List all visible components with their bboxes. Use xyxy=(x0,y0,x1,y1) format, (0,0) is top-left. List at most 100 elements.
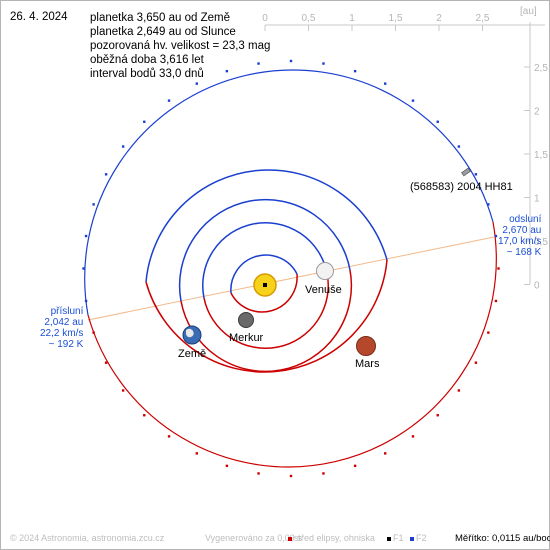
f1-marker-icon xyxy=(387,536,391,541)
orbit-point xyxy=(257,472,260,475)
aphelion-distance: 2,670 au xyxy=(502,225,542,236)
orbit-point xyxy=(104,361,108,364)
orbit-point xyxy=(411,99,415,102)
orbit-point xyxy=(494,234,498,238)
mercury-label: Merkur xyxy=(229,332,264,344)
legend-f2-label: F2 xyxy=(416,533,427,543)
y-tick-label: 1,5 xyxy=(534,150,548,161)
center-marker-icon xyxy=(288,536,292,541)
orbit-point xyxy=(353,464,357,468)
y-tick-label: 0,5 xyxy=(534,237,548,248)
orbit-point xyxy=(436,120,439,123)
x-tick-label: 2,5 xyxy=(476,13,490,24)
orbit-point xyxy=(474,173,478,176)
orbit-point xyxy=(121,389,125,392)
venus-label: Venuše xyxy=(305,284,342,296)
info-sun-distance: planetka 2,649 au od Slunce xyxy=(90,26,236,38)
perihelion-temperature: ~ 192 K xyxy=(48,339,84,350)
legend-center: střed elipsy, ohniska xyxy=(288,533,375,543)
x-tick-label: 2 xyxy=(436,13,442,24)
info-period: oběžná doba 3,616 let xyxy=(90,54,204,66)
earth-orbit-above xyxy=(178,198,351,302)
orbit-point xyxy=(353,69,357,73)
date-label: 26. 4. 2024 xyxy=(10,11,68,23)
asteroid-info: planetka 3,650 au od Země planetka 2,649… xyxy=(90,11,270,81)
info-point-interval: interval bodů 33,0 dnů xyxy=(90,68,204,80)
mars-icon xyxy=(356,336,376,356)
mars-label: Mars xyxy=(355,358,380,370)
venus-icon xyxy=(316,262,334,280)
orbit-point xyxy=(92,203,95,206)
perihelion-title: přísluní xyxy=(50,306,84,317)
legend-f2: F2 xyxy=(410,533,427,543)
y-tick-label: 1 xyxy=(534,194,540,205)
orbit-point xyxy=(84,299,88,303)
orbit-point xyxy=(225,69,229,73)
venus-orbit-below xyxy=(203,272,330,350)
orbit-point xyxy=(92,331,95,334)
orbit-point xyxy=(322,472,325,475)
orbit-point xyxy=(436,414,439,417)
f2-marker-icon xyxy=(410,536,414,541)
orbit-point xyxy=(384,452,387,455)
x-tick-label: 1 xyxy=(349,13,355,24)
y-tick-label: 2,5 xyxy=(534,63,548,74)
asteroid-orbit-points xyxy=(82,59,500,478)
orbit-point xyxy=(289,474,293,478)
earth-label: Země xyxy=(178,348,206,360)
orbit-point xyxy=(82,267,85,270)
info-magnitude: pozorovaná hv. velikost = 23,3 mag xyxy=(90,40,271,52)
legend-f1-label: F1 xyxy=(393,533,404,543)
perihelion-info: přísluní 2,042 au 22,2 km/s ~ 192 K xyxy=(40,306,83,350)
mars-orbit-above xyxy=(145,169,388,283)
orbit-point xyxy=(195,82,198,85)
scale-label: Měřítko: 0,0115 au/bod xyxy=(455,533,550,544)
orbit-point xyxy=(143,414,146,417)
focus-f1-marker xyxy=(263,283,267,287)
orbit-point xyxy=(257,62,260,65)
axis-unit-label: [au] xyxy=(520,6,537,17)
orbit-point xyxy=(167,435,171,438)
y-tick-label: 0 xyxy=(534,281,540,292)
aphelion-title: odsluní xyxy=(509,214,542,225)
orbit-point xyxy=(195,452,198,455)
orbit-point xyxy=(322,62,325,65)
earth-cloud-shape xyxy=(186,328,194,338)
orbit-point xyxy=(104,173,108,176)
asteroid-icon xyxy=(461,167,471,177)
orbit-point xyxy=(143,120,146,123)
orbit-point xyxy=(487,331,490,334)
orbit-point xyxy=(487,203,490,206)
y-tick-label: 2 xyxy=(534,107,540,118)
mercury-orbit-above xyxy=(230,254,298,294)
orbit-point xyxy=(225,464,229,468)
aphelion-temperature: ~ 168 K xyxy=(506,247,542,258)
x-tick-label: 1,5 xyxy=(389,13,403,24)
orbit-point xyxy=(474,361,478,364)
aphelion-info: odsluní 2,670 au 17,0 km/s ~ 168 K xyxy=(498,214,541,258)
info-earth-distance: planetka 3,650 au od Země xyxy=(90,12,231,24)
asteroid-orbit-above xyxy=(84,69,494,316)
asteroid-orbit-below xyxy=(87,221,497,468)
orbit-point xyxy=(289,59,293,63)
orbit-point xyxy=(384,82,387,85)
orbit-point xyxy=(411,435,415,438)
orbit-point xyxy=(494,299,498,303)
mercury-icon xyxy=(238,312,254,328)
aphelion-speed: 17,0 km/s xyxy=(498,236,542,247)
orbit-point xyxy=(457,389,461,392)
venus-orbit-above xyxy=(201,221,328,299)
generation-time: Vygenerováno za 0,09 s xyxy=(205,533,302,543)
orbit-point xyxy=(457,145,461,148)
orbit-point xyxy=(121,145,125,148)
mercury-orbit-below xyxy=(230,273,298,313)
x-tick-label: 0 xyxy=(262,13,268,24)
legend-center-label: střed elipsy, ohniska xyxy=(294,533,375,543)
copyright-text: © 2024 Astronomia, astronomia.zcu.cz xyxy=(10,533,165,543)
asteroid-label: (568583) 2004 HH81 xyxy=(410,181,513,193)
orbit-point xyxy=(167,99,171,102)
orbit-point xyxy=(84,234,88,238)
x-tick-label: 0,5 xyxy=(302,13,316,24)
perihelion-distance: 2,042 au xyxy=(44,317,84,328)
